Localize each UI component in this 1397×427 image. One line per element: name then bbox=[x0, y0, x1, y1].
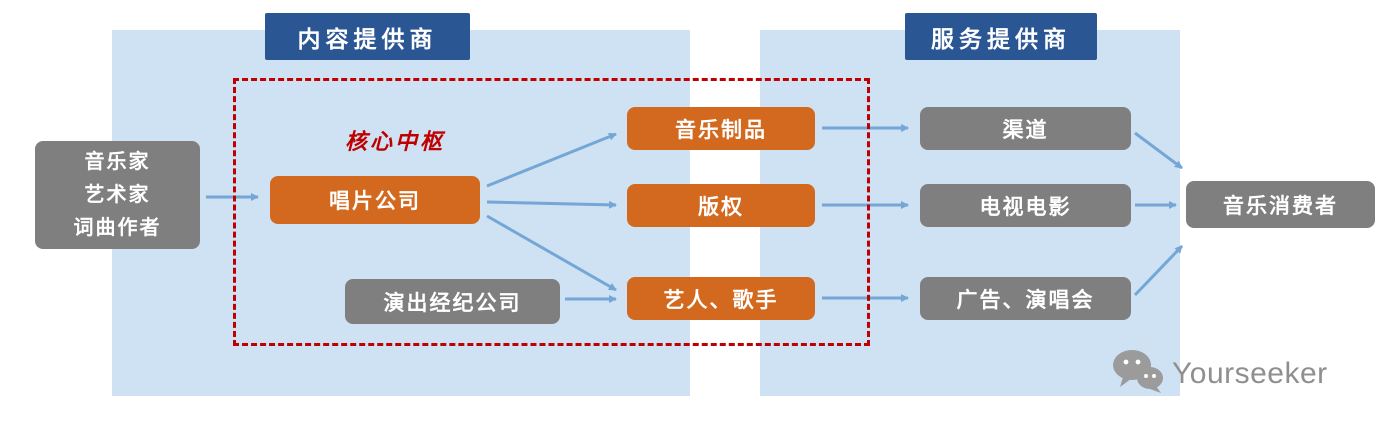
music-consumer-node: 音乐消费者 bbox=[1186, 181, 1375, 228]
record-company-node: 唱片公司 bbox=[270, 176, 480, 224]
performance-agency-node: 演出经纪公司 bbox=[345, 279, 560, 324]
copyright-node: 版权 bbox=[627, 184, 815, 227]
tv-movies-label: 电视电影 bbox=[979, 195, 1072, 219]
service-provider-header: 服务提供商 bbox=[905, 13, 1097, 60]
music-products-node: 音乐制品 bbox=[627, 107, 815, 150]
creators-line-2: 艺术家 bbox=[84, 183, 151, 206]
wechat-icon bbox=[1112, 348, 1164, 399]
creators-line-3: 词曲作者 bbox=[73, 216, 162, 239]
content-provider-header: 内容提供商 bbox=[265, 13, 470, 60]
content-provider-label: 内容提供商 bbox=[297, 25, 438, 52]
ads-concerts-label: 广告、演唱会 bbox=[956, 288, 1095, 312]
performance-agency-label: 演出经纪公司 bbox=[383, 291, 522, 315]
music-consumer-label: 音乐消费者 bbox=[1223, 194, 1338, 218]
artists-singers-node: 艺人、歌手 bbox=[627, 277, 815, 320]
creators-line-1: 音乐家 bbox=[84, 150, 151, 173]
service-provider-label: 服务提供商 bbox=[931, 25, 1071, 52]
music-products-label: 音乐制品 bbox=[675, 118, 767, 142]
watermark-brand: Yourseeker bbox=[1172, 356, 1328, 390]
artists-singers-label: 艺人、歌手 bbox=[663, 288, 779, 312]
core-hub-region bbox=[233, 78, 870, 346]
copyright-label: 版权 bbox=[698, 195, 744, 219]
ads-concerts-node: 广告、演唱会 bbox=[920, 277, 1131, 320]
record-company-label: 唱片公司 bbox=[329, 190, 421, 213]
tv-movies-node: 电视电影 bbox=[920, 184, 1131, 227]
channels-node: 渠道 bbox=[920, 107, 1131, 150]
core-hub-label: 核心中枢 bbox=[344, 129, 445, 154]
channels-label: 渠道 bbox=[1002, 118, 1049, 142]
watermark: Yourseeker bbox=[1112, 348, 1328, 399]
creators-node: 音乐家 艺术家 词曲作者 bbox=[35, 141, 200, 249]
